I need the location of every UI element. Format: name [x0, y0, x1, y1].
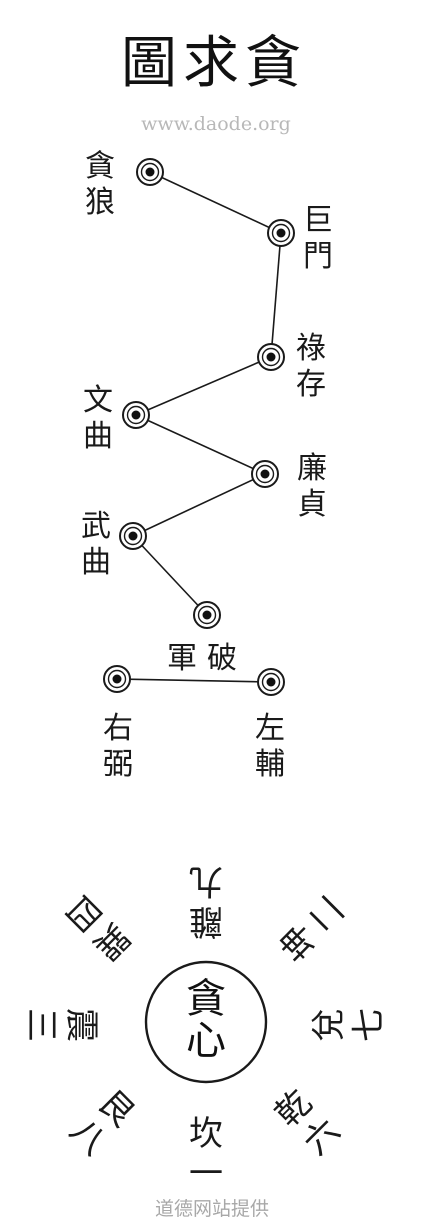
star-label-char: 曲: [83, 419, 113, 454]
star-label-char: 弼: [103, 747, 133, 782]
star-label-char: 祿: [296, 331, 326, 366]
star-label-char: 存: [296, 367, 326, 402]
footer-credit: 道德网站提供: [155, 1198, 269, 1220]
ring-item-kun: 坤二: [273, 887, 354, 968]
star-node-jumen: [267, 219, 295, 247]
ring-item-xun: 巽四: [57, 887, 138, 968]
star-node-zuofu: [257, 668, 285, 696]
center-circle: [144, 960, 268, 1084]
star-node-tanlang: [136, 158, 164, 186]
watermark-url: www.daode.org: [141, 113, 291, 135]
edge-wenqu-lianzhen: [135, 414, 266, 475]
star-label-char: 輔: [255, 747, 285, 782]
star-label-char: 軍: [167, 641, 197, 676]
ring-item-char: 兌: [309, 1008, 349, 1042]
star-node-lucun: [257, 343, 285, 371]
star-label-jumen: 巨門: [303, 203, 333, 274]
star-label-wuqu: 武曲: [81, 509, 111, 580]
center-label: 貪心: [186, 976, 226, 1064]
star-node-pojun: [193, 601, 221, 629]
star-label-char: 文: [83, 383, 113, 418]
star-label-pojun: 軍破: [167, 641, 237, 676]
star-label-char: 廉: [297, 451, 327, 486]
center-char: 心: [186, 1018, 226, 1064]
ring-item-char: 三: [21, 1008, 61, 1042]
edge-lucun-wenqu: [135, 356, 272, 416]
star-node-youbi: [103, 665, 131, 693]
star-label-lucun: 祿存: [296, 331, 326, 402]
ring-item-char: 一: [189, 1154, 223, 1194]
center-char: 貪: [186, 976, 226, 1022]
ring-item-char: 七: [349, 1008, 389, 1042]
star-label-char: 破: [207, 641, 237, 676]
edge-lianzhen-wuqu: [132, 473, 266, 537]
star-connections: [116, 171, 282, 683]
star-label-char: 貪: [85, 149, 115, 184]
star-label-char: 曲: [81, 545, 111, 580]
ring-item-li: 離九: [189, 861, 223, 941]
star-label-char: 貞: [297, 487, 327, 522]
star-label-lianzhen: 廉貞: [297, 451, 327, 522]
star-label-char: 門: [303, 239, 333, 274]
ring-item-dui: 兌七: [309, 1008, 389, 1042]
star-label-char: 巨: [303, 203, 333, 238]
ring-item-zhen: 震三: [21, 1008, 101, 1042]
ring-item-char: 九: [189, 861, 223, 901]
trigram-ring: 貪心 離九坤二兌七乾六坎一艮八震三巽四: [21, 861, 389, 1194]
edge-youbi-zuofu: [116, 678, 272, 683]
star-label-youbi: 右弼: [103, 711, 133, 782]
star-node-lianzhen: [251, 460, 279, 488]
ring-item-char: 離: [189, 901, 223, 941]
star-labels: 貪狼巨門祿存文曲廉貞武曲軍破右弼左輔: [81, 149, 333, 782]
ring-item-gen: 艮八: [62, 1083, 143, 1164]
star-label-wenqu: 文曲: [83, 383, 113, 454]
star-label-zuofu: 左輔: [255, 711, 285, 782]
star-label-tanlang: 貪狼: [85, 149, 115, 220]
star-node-wuqu: [119, 522, 147, 550]
star-label-char: 右: [103, 711, 133, 746]
ring-item-qian: 乾六: [268, 1083, 349, 1164]
star-node-wenqu: [122, 401, 150, 429]
star-label-char: 左: [255, 711, 285, 746]
edge-wuqu-pojun: [132, 535, 208, 616]
ring-item-char: 震: [61, 1008, 101, 1042]
star-label-char: 武: [81, 509, 111, 544]
edge-jumen-lucun: [270, 232, 282, 358]
ring-item-char: 坎: [189, 1114, 223, 1154]
ring-item-kan: 坎一: [189, 1114, 223, 1194]
edge-tanlang-jumen: [149, 171, 282, 234]
diagram-title: 圖求貪: [121, 31, 307, 96]
star-label-char: 狼: [85, 185, 115, 220]
star-nodes: [103, 158, 295, 696]
